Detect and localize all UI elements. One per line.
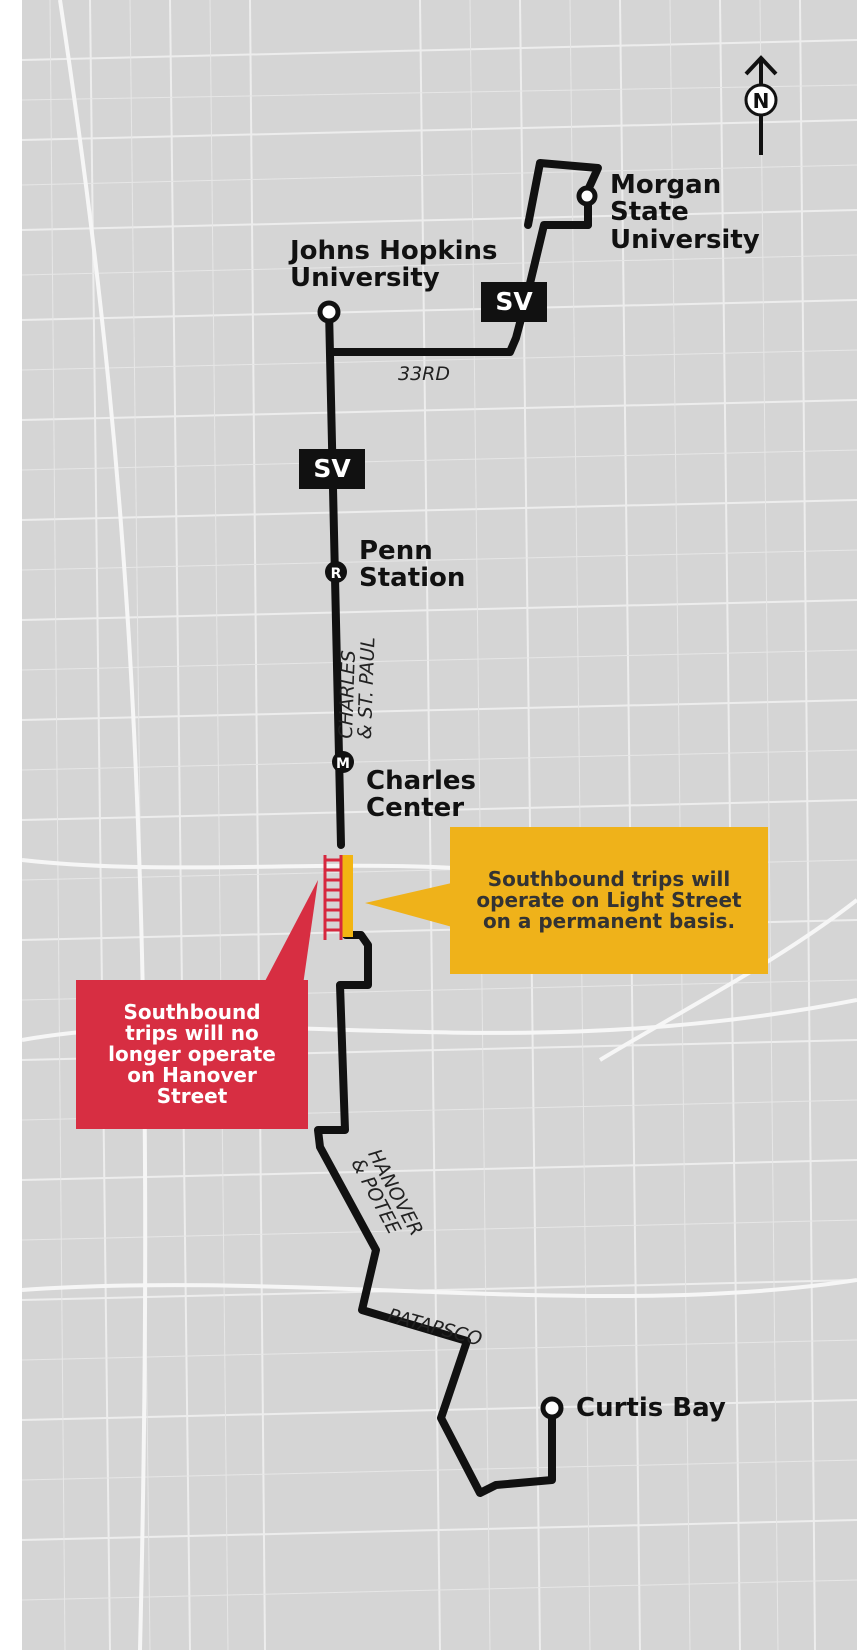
stop-label-morgan: Morgan State University (610, 170, 760, 255)
stop-label-penn-station: Penn Station (359, 536, 466, 594)
hanover-callout: Southbound trips will no longer operate … (76, 980, 308, 1129)
light-street-segment (341, 855, 353, 937)
stop-marker-johns-hopkins[interactable] (317, 300, 341, 324)
stop-marker-morgan[interactable] (576, 185, 598, 207)
stop-marker-charles-center[interactable] (332, 751, 354, 773)
street-grid (21, 0, 857, 1650)
stop-label-charles-center: Charles Center (366, 766, 476, 824)
stop-label-curtis-bay: Curtis Bay (576, 1393, 726, 1423)
street-grid-fine (21, 0, 857, 1650)
stop-marker-curtis-bay[interactable] (540, 1396, 564, 1420)
north-arrow-icon (744, 55, 778, 155)
stop-label-johns-hopkins: Johns Hopkins University (290, 236, 498, 294)
map-background (22, 0, 857, 1650)
stop-marker-penn-station[interactable] (325, 561, 347, 583)
light-street-callout: Southbound trips will operate on Light S… (450, 827, 768, 974)
red-callout-pointer (263, 880, 318, 985)
penn-station-marker-letter: R (331, 566, 342, 582)
compass-letter: N (753, 89, 770, 113)
yellow-callout-pointer (365, 882, 456, 928)
route-badge-north: SV (481, 282, 547, 322)
street-label-charles-st-paul: CHARLES & ST. PAUL (334, 636, 380, 740)
charles-center-marker-letter: M (336, 756, 350, 772)
street-label-33rd: 33RD (398, 363, 451, 385)
hanover-removed-segment (323, 855, 343, 940)
route-badge-south: SV (299, 449, 365, 489)
